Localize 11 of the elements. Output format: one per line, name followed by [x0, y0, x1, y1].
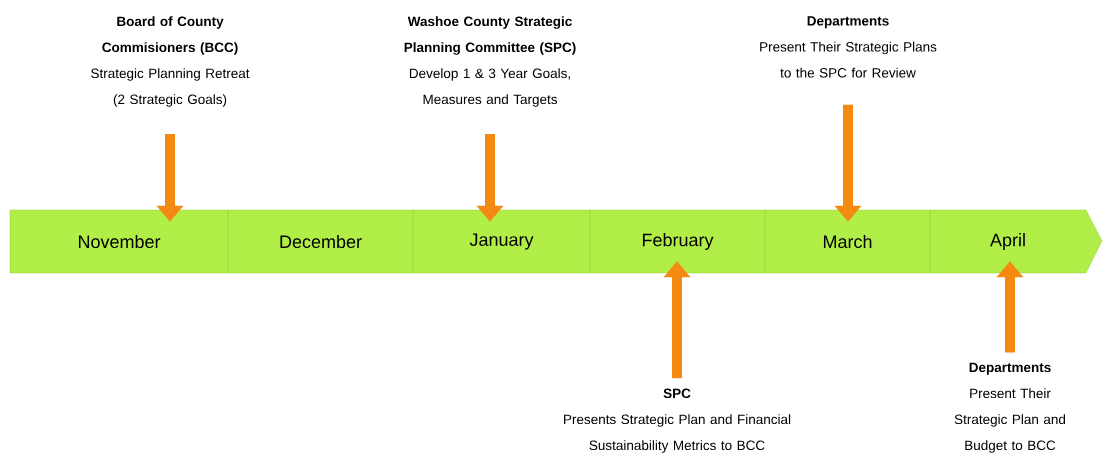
timeline-segment: November — [9, 209, 229, 274]
timeline-segment: March — [764, 209, 931, 274]
annotation-text: Washoe County Strategic Planning Committee (SPC) Develop 1 & 3 Year Goals, Measures and Targets — [404, 16, 576, 107]
annotation-text: Departments Present Their Strategic Plan and Budget to BCC — [954, 362, 1065, 453]
annotation-text: Departments Present Their Strategic Plans to the SPC for Review — [760, 16, 937, 78]
timeline-segment: January — [412, 209, 591, 274]
annotation-text: Board of County Commisioners (BCC) Strategic Planning Retreat (2 Strategic Goals) — [91, 16, 250, 107]
timeline-segment: February — [589, 209, 766, 274]
timeline-segment: April — [929, 209, 1103, 274]
annotation-text: SPC Presents Strategic Plan and Financial Sustainability Metrics to BCC — [564, 388, 791, 453]
timeline-segment: December — [227, 209, 414, 274]
